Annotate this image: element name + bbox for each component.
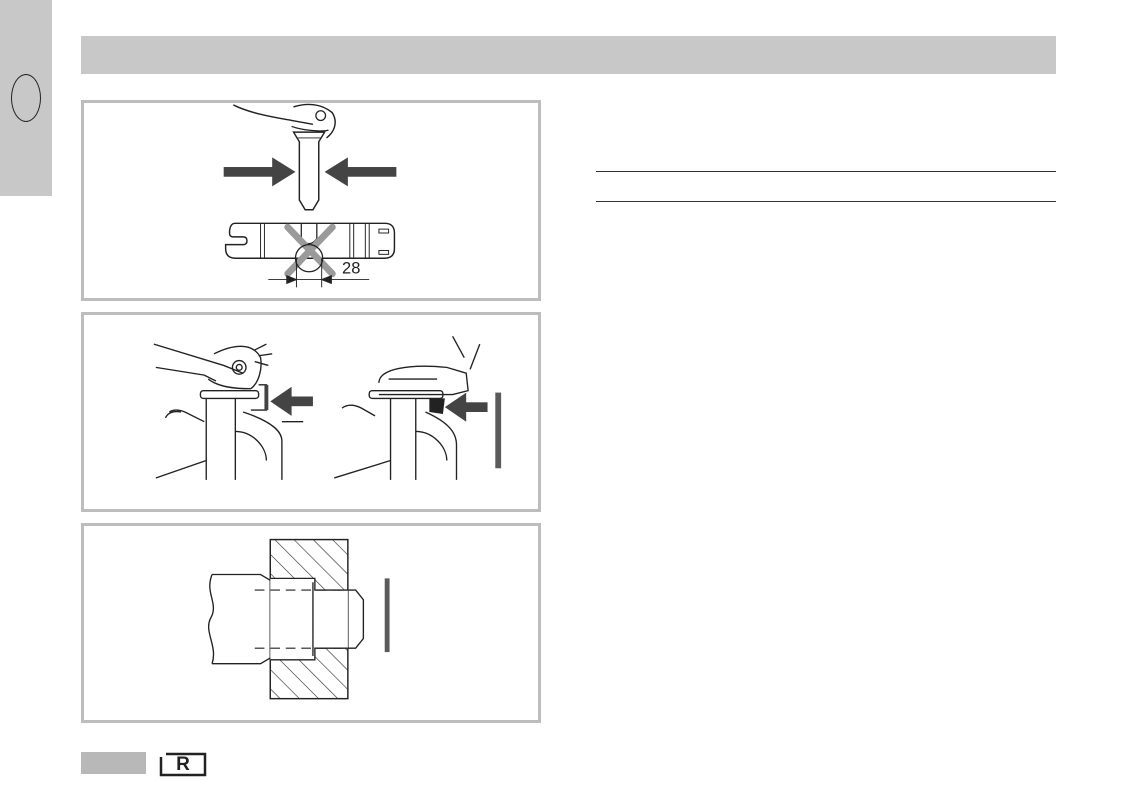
language-code: R — [176, 754, 190, 775]
section-view-illustration — [208, 538, 390, 700]
left-push-arrow — [270, 386, 313, 416]
page-number-bar — [81, 752, 146, 774]
dimension-label: 28 — [342, 260, 360, 278]
side-language-tab — [0, 0, 52, 196]
dimension-lines — [268, 258, 370, 288]
locking-pin — [292, 131, 326, 211]
hatched-housing — [269, 538, 349, 700]
language-badge: R — [158, 752, 208, 777]
screw-icon — [315, 110, 327, 122]
text-rule-bottom — [596, 201, 1056, 202]
figure-pin-gauge: 28 — [81, 100, 541, 301]
figure-latch-operation — [81, 312, 541, 512]
right-press-arrow — [324, 157, 397, 187]
left-press-arrow — [223, 157, 296, 187]
incorrect-cross-mark — [284, 223, 336, 278]
pin-gauge-illustration: 28 — [223, 103, 397, 288]
right-latch-view — [334, 336, 481, 480]
side-tab-circle-icon — [11, 74, 41, 122]
language-badge-frame-icon — [159, 752, 207, 777]
position-bar — [495, 392, 502, 469]
figure-section-view — [81, 523, 541, 723]
right-push-arrow — [444, 392, 488, 422]
latch-operation-illustration — [153, 336, 502, 480]
section-header-bar — [81, 36, 1056, 74]
position-bar — [384, 578, 390, 653]
shaft — [208, 573, 365, 665]
gauge-plate — [224, 222, 396, 259]
text-rule-top — [596, 171, 1056, 172]
left-latch-view — [153, 343, 304, 480]
